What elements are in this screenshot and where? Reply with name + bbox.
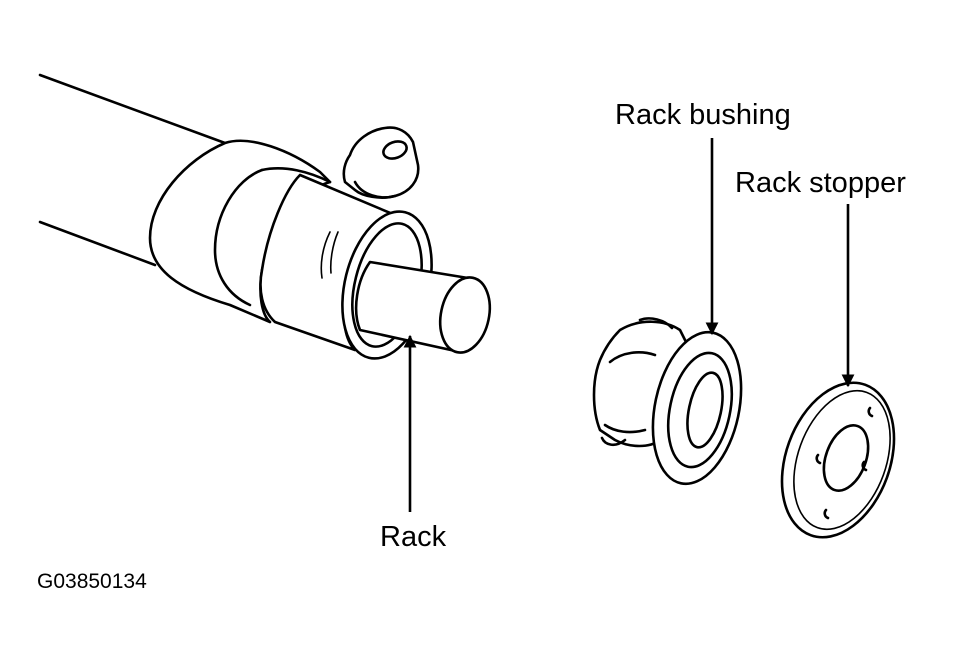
rack-stopper-part <box>780 381 896 539</box>
rack-stopper-label: Rack stopper <box>735 167 906 199</box>
rack-label: Rack <box>380 521 447 553</box>
figure-code: G03850134 <box>37 570 147 593</box>
rack-housing <box>38 73 397 352</box>
rack-bushing-label: Rack bushing <box>615 99 791 131</box>
rack-shaft <box>354 260 492 354</box>
pipe-fitting <box>342 126 420 199</box>
rack-bushing-part <box>592 317 743 486</box>
